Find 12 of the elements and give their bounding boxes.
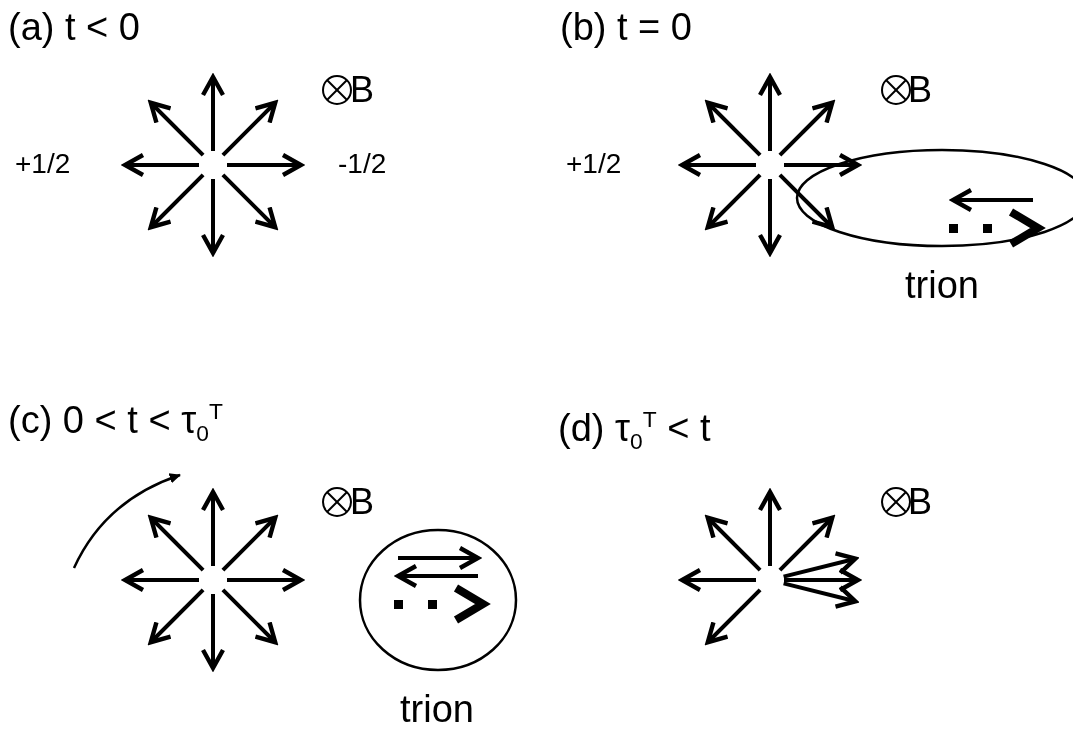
trion-label: trion	[905, 266, 979, 304]
field-label: B	[908, 484, 932, 520]
trion-label: trion	[400, 690, 474, 728]
panel-label: (d) τ$_{0}$$^{T}$ < t	[558, 408, 711, 454]
panel-label: (a) t < 0	[8, 8, 140, 46]
field-label: B	[350, 484, 374, 520]
field-label: B	[908, 72, 932, 108]
panel-label: (b) t = 0	[560, 8, 692, 46]
spin-label: +1/2	[566, 150, 622, 178]
spin-label: -1/2	[338, 150, 387, 178]
field-label: B	[350, 72, 374, 108]
spin-label: +1/2	[15, 150, 71, 178]
